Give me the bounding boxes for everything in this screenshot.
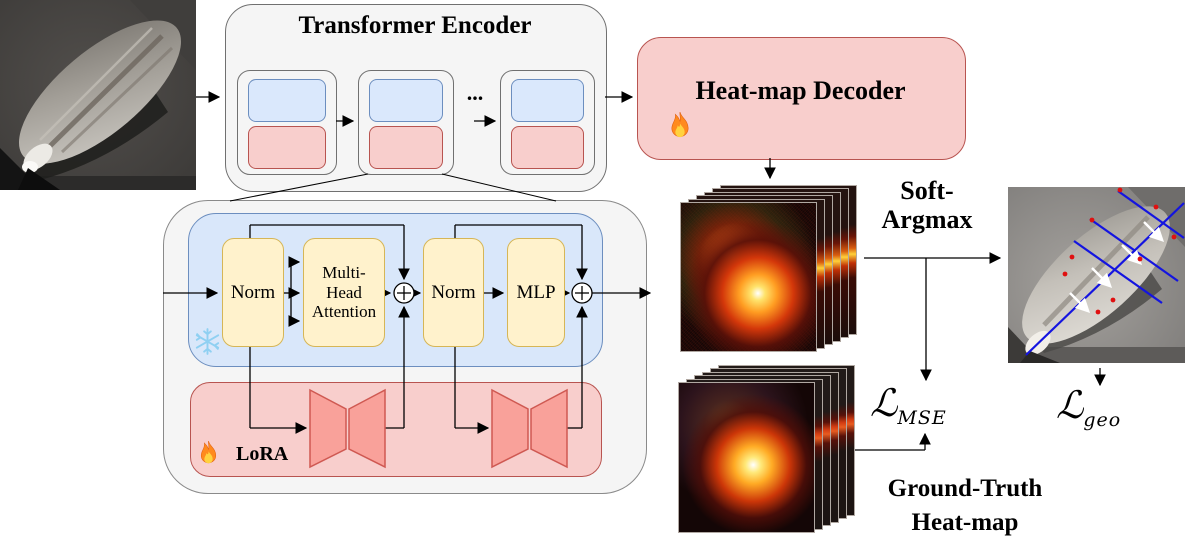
heatmap-sheet-front [680,202,817,352]
predicted-heatmap-stack [680,185,857,352]
heatmap-sheet-front [678,382,815,533]
norm1-label: Norm [230,281,276,303]
measurement-arrows [1069,221,1165,314]
decoder-title: Heat-map Decoder [695,76,906,105]
fire-icon [200,441,217,464]
snowflake-icon [195,328,220,355]
lora-label: LoRA [236,443,289,465]
softargmax-label: Soft-Argmax [881,176,973,234]
encoder-layer-1 [237,70,337,175]
encoder-layer-2-frozen-part [369,79,443,122]
annotated-output-image [1008,187,1185,363]
mse-loss-label: ℒMSE [870,381,947,429]
loss-symbol: ℒ [870,381,898,425]
ground-truth-heatmap-stack [678,365,855,533]
encoder-layer-1-lora-part [248,126,326,169]
loss-subscript: MSE [897,407,947,429]
encoder-layer-n-frozen-part [511,79,584,122]
encoder-layer-n [500,70,595,175]
mlp-box: MLP [507,238,565,347]
mha-label: Multi- Head Attention [311,263,377,322]
landmark-dots [1062,187,1177,315]
encoder-layer-2 [358,70,454,175]
encoder-ellipsis: ... [466,80,484,105]
encoder-layer-2-lora-part [369,126,443,169]
encoder-layer-n-lora-part [511,126,584,169]
norm1-box: Norm [222,238,284,347]
norm2-box: Norm [423,238,484,347]
geo-loss-label: ℒgeo [1056,383,1121,431]
multi-head-attention-box: Multi- Head Attention [303,238,385,347]
decoder-box [637,37,966,160]
loss-symbol: ℒ [1056,383,1084,427]
encoder-title: Transformer Encoder [298,12,532,39]
mlp-label: MLP [516,281,556,303]
norm2-label: Norm [431,281,476,303]
fire-icon [671,112,689,138]
encoder-layer-1-frozen-part [248,79,326,122]
loss-subscript: geo [1083,409,1122,431]
input-ct-image [0,0,196,190]
